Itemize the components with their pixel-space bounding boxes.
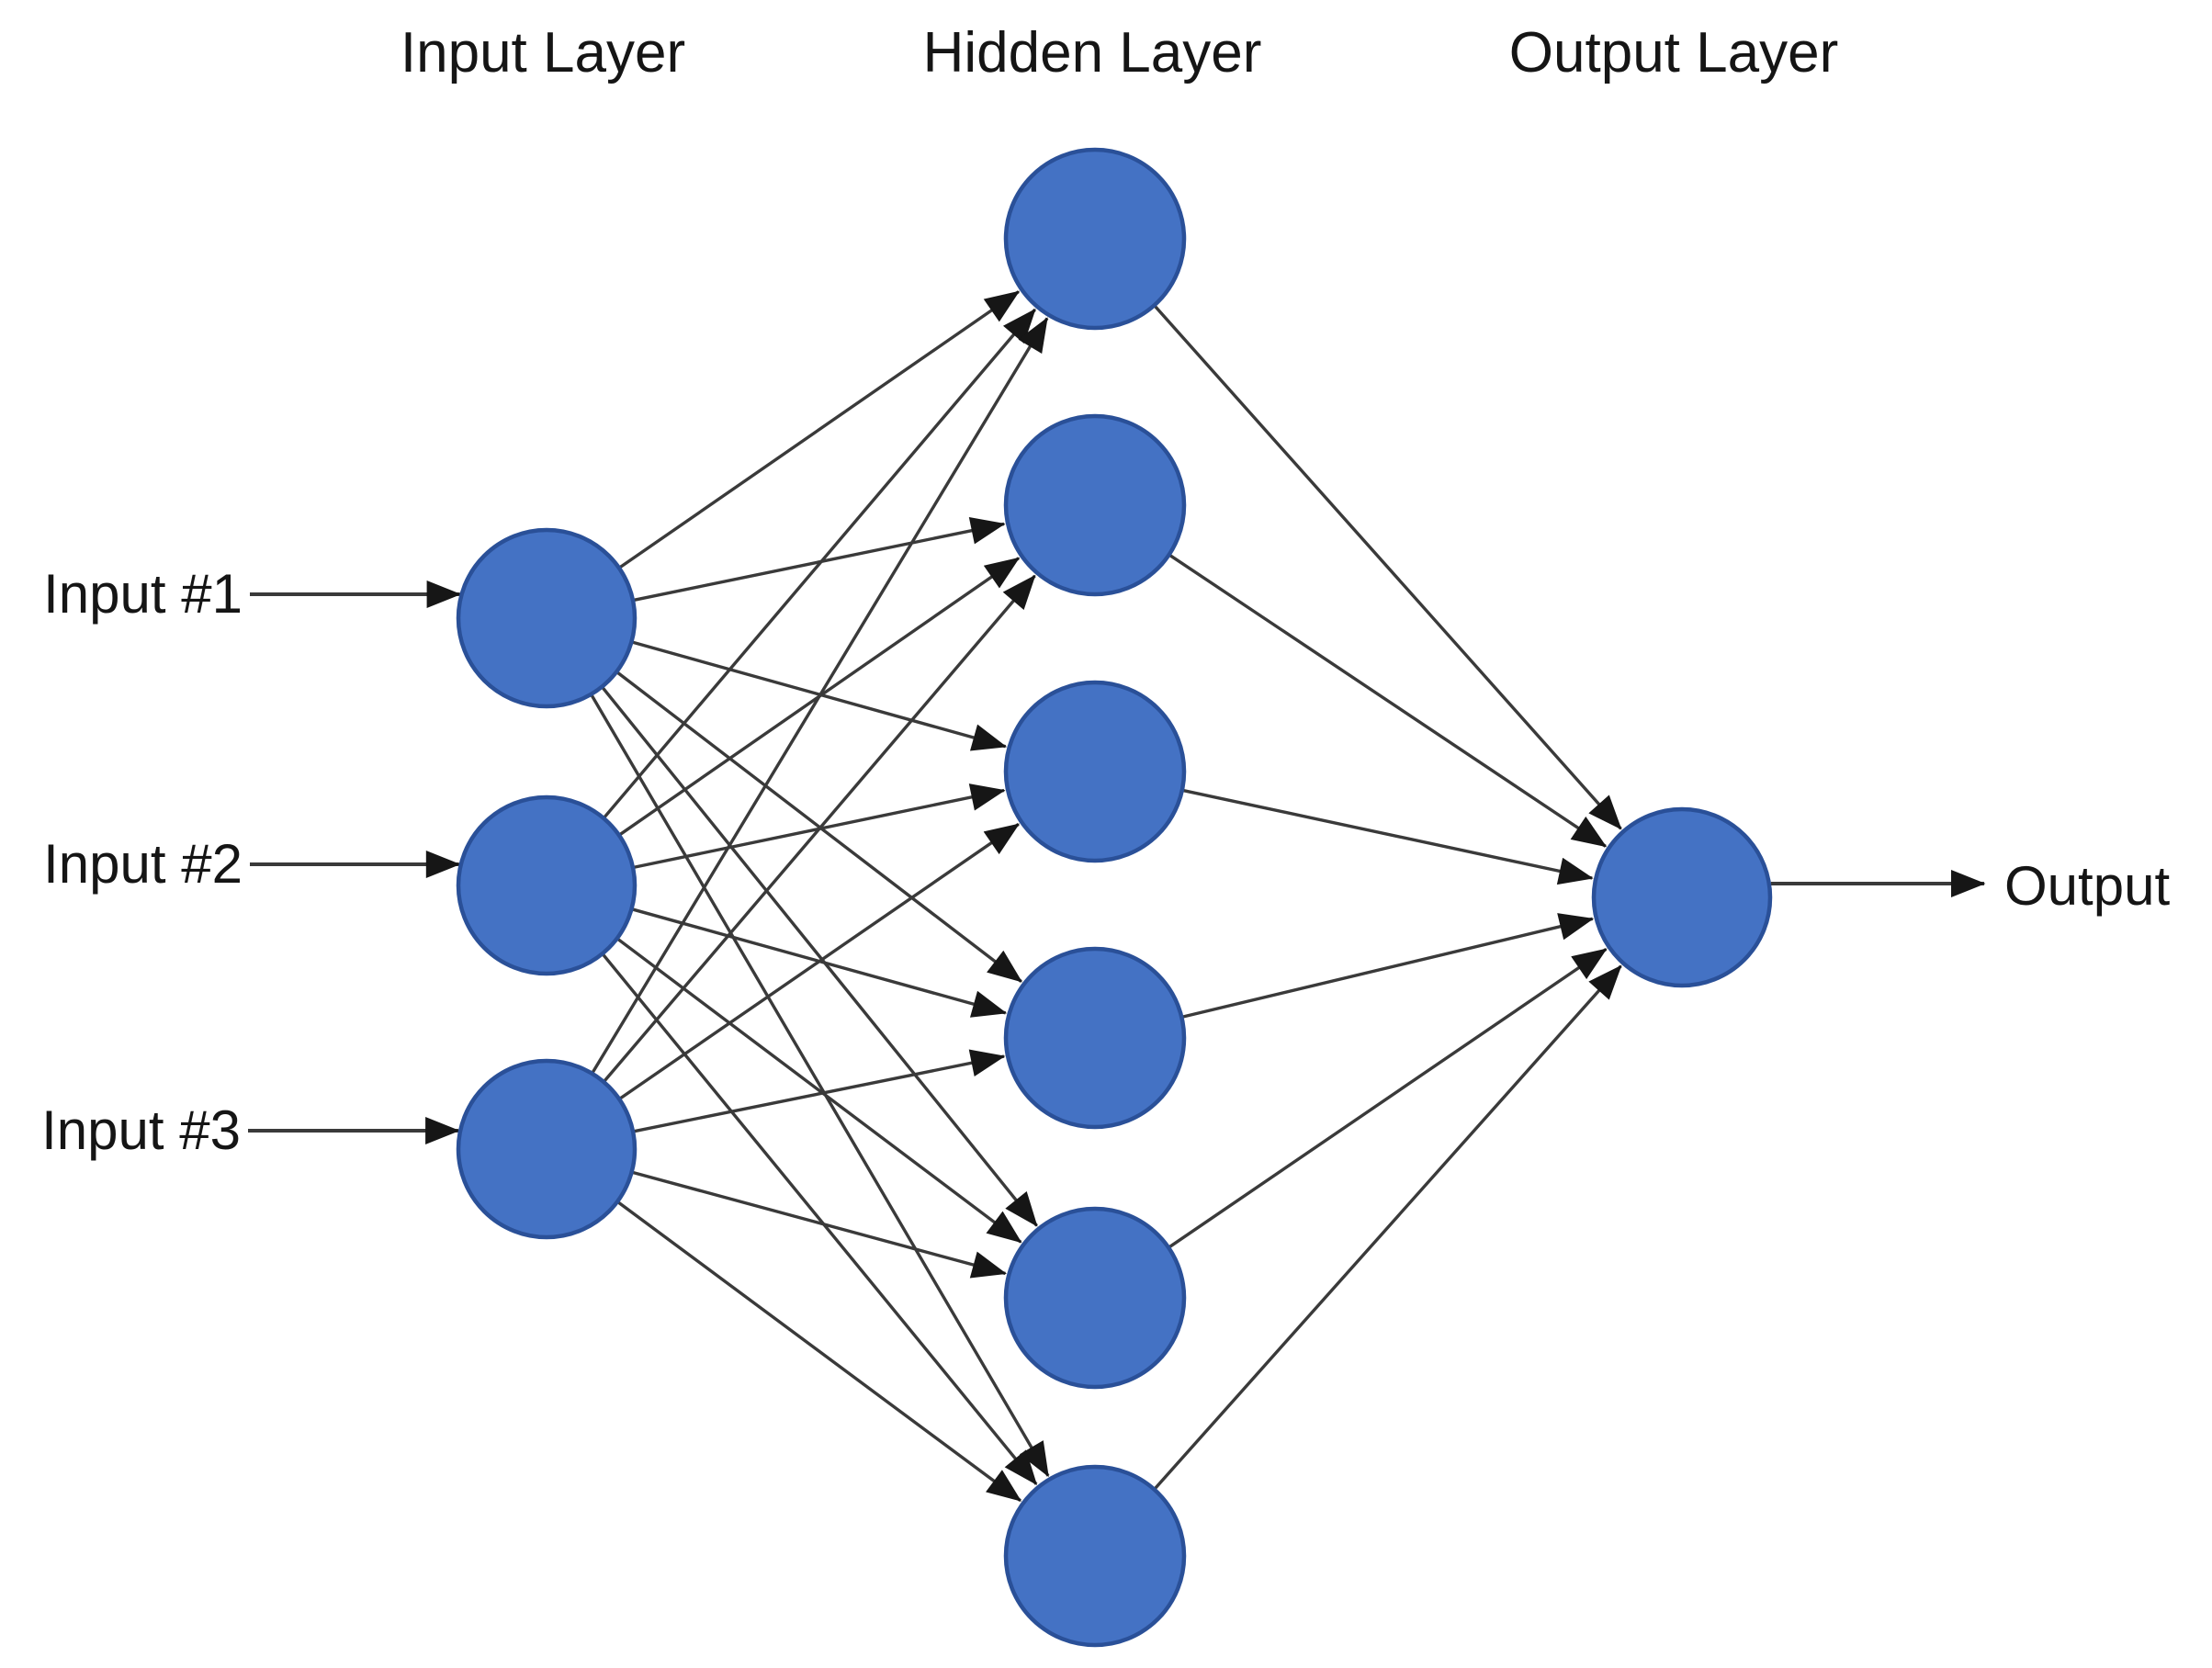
hidden-node-h4 <box>1003 946 1187 1130</box>
input-layer-title: Input Layer <box>400 21 686 85</box>
node-group <box>456 147 1773 1648</box>
output-node-o1 <box>1591 806 1773 988</box>
label-arrow-group <box>248 580 1986 1144</box>
hidden-layer-title: Hidden Layer <box>922 21 1262 85</box>
edge-i1-h2 <box>632 516 1006 603</box>
edge-i3-h3 <box>618 822 1021 1101</box>
edge-i1-h5 <box>600 685 1038 1227</box>
hidden-node-h5 <box>1003 1206 1187 1390</box>
edge-i3-h4 <box>632 1049 1006 1133</box>
hidden-node-h6 <box>1003 1464 1187 1648</box>
edge-i3-h2 <box>602 574 1036 1084</box>
edge-i2-h5 <box>615 937 1022 1244</box>
hidden-node-h3 <box>1003 680 1187 863</box>
edge-i2-h1 <box>602 308 1036 819</box>
edge-i3-h5 <box>631 1170 1007 1279</box>
output-label: Output <box>2004 855 2171 917</box>
edge-i3-h1 <box>591 317 1049 1075</box>
input-node-i1 <box>456 527 638 709</box>
edge-i3-h6 <box>616 1200 1022 1503</box>
edge-h2-o1 <box>1168 553 1608 848</box>
edge-i1-h6 <box>590 693 1050 1478</box>
edge-i2-h6 <box>601 952 1038 1485</box>
edge-h5-o1 <box>1168 947 1608 1249</box>
edge-h3-o1 <box>1181 788 1594 885</box>
input-node-i3 <box>456 1058 638 1240</box>
output-layer-title: Output Layer <box>1508 21 1839 85</box>
edge-i1-h1 <box>617 290 1021 569</box>
edge-h6-o1 <box>1153 964 1622 1491</box>
input-2-label: Input #2 <box>43 833 243 895</box>
input-1-label: Input #1 <box>43 563 243 625</box>
edge-h4-o1 <box>1180 913 1595 1020</box>
edge-group <box>590 290 1622 1503</box>
hidden-node-h2 <box>1003 413 1187 597</box>
edge-i1-h3 <box>631 640 1008 751</box>
edge-h1-o1 <box>1153 304 1622 830</box>
hidden-node-h1 <box>1003 147 1187 331</box>
input-node-i2 <box>456 795 638 976</box>
input-3-label: Input #3 <box>41 1099 241 1161</box>
